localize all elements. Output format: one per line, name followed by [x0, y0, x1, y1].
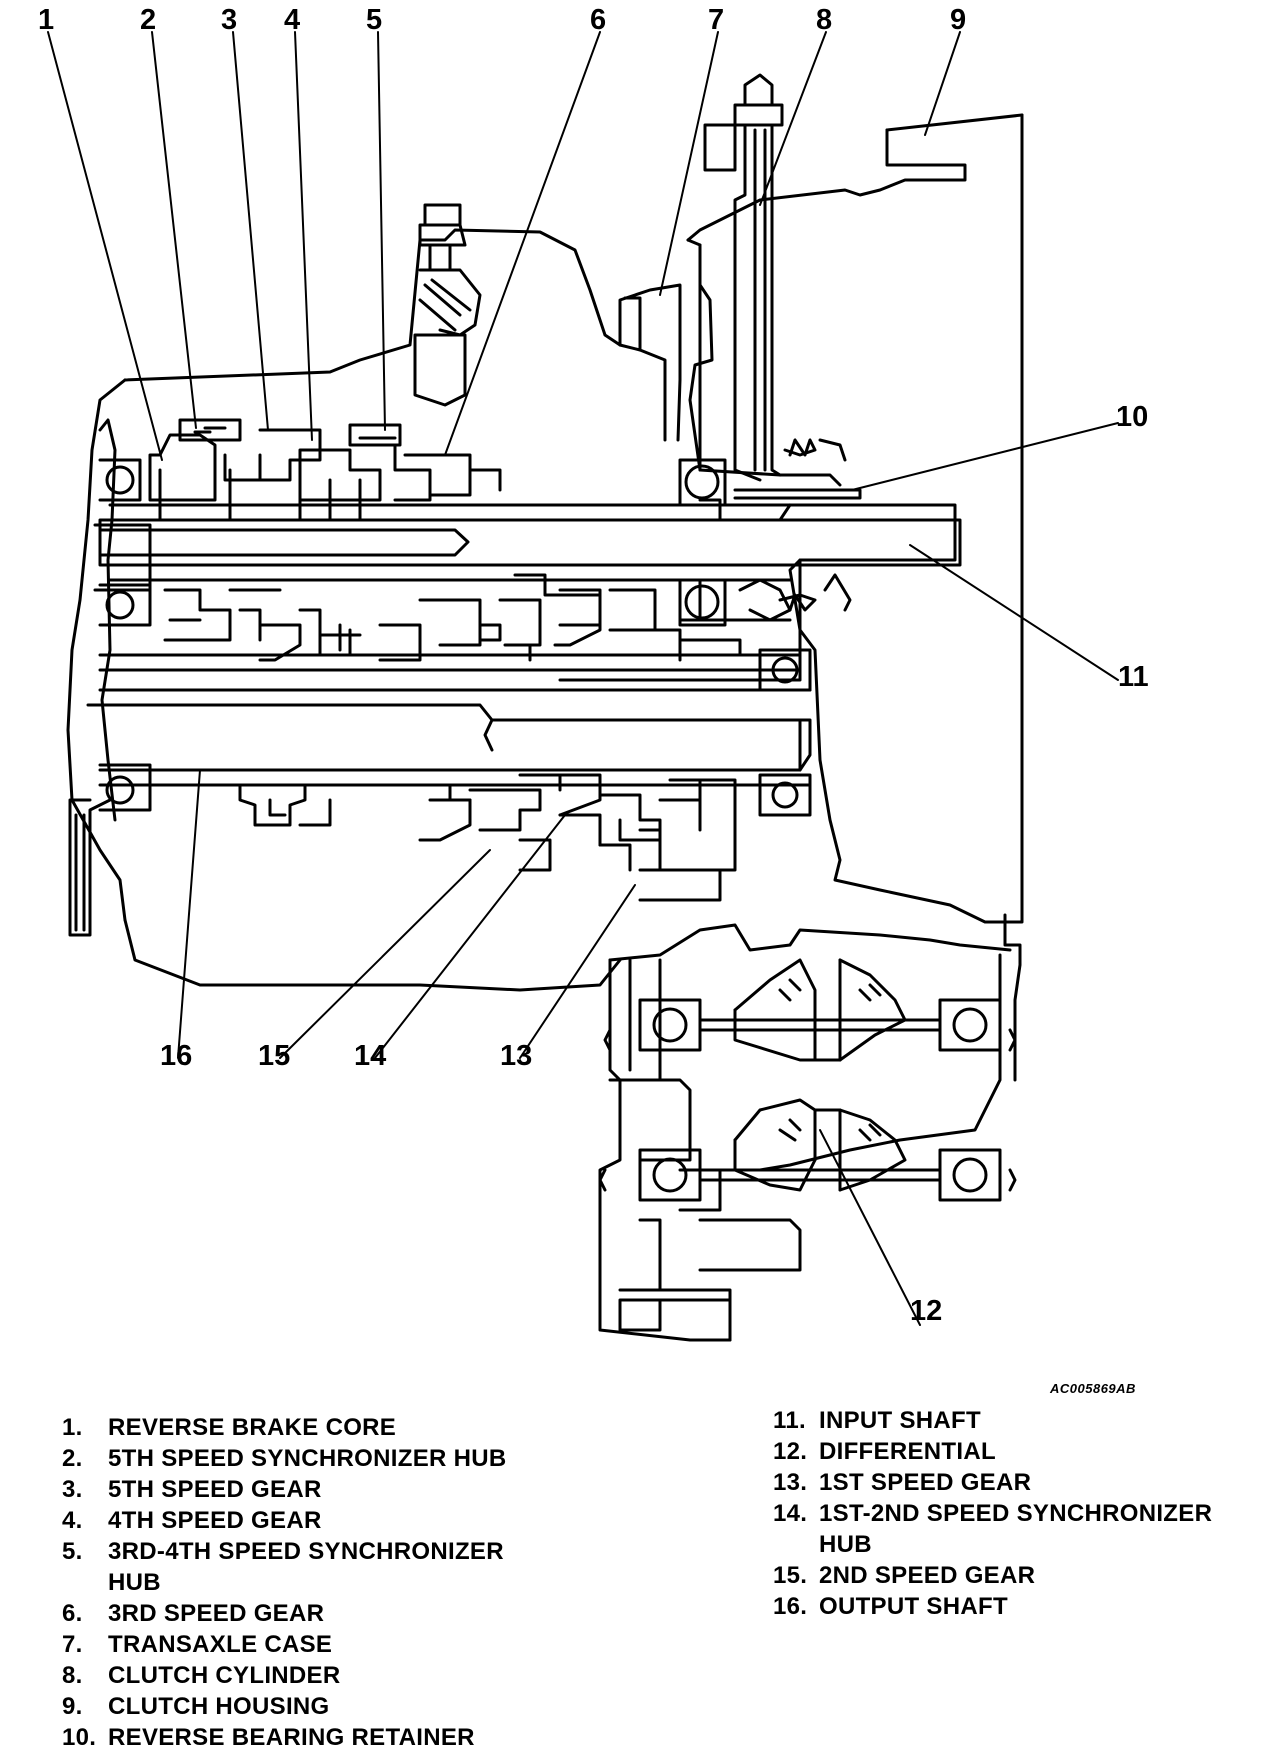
callout-12: 12 — [910, 1295, 943, 1327]
legend-text-continuation: HUB — [819, 1531, 872, 1558]
legend-number: 5. — [62, 1538, 83, 1565]
legend-text: 5TH SPEED GEAR — [108, 1476, 322, 1503]
top-bolt — [413, 203, 482, 407]
legend-text: 2ND SPEED GEAR — [819, 1562, 1036, 1589]
legend-right: 11. INPUT SHAFT 12. DIFFERENTIAL 13. 1ST SP… — [773, 1405, 1253, 1622]
legend-item: 5. 3RD-4TH SPEED SYNCHRONIZER — [62, 1536, 622, 1567]
callout-1: 1 — [38, 4, 55, 36]
legend-text: OUTPUT SHAFT — [819, 1593, 1008, 1620]
legend-item: 9. CLUTCH HOUSING — [62, 1691, 622, 1722]
legend-number: 11. — [773, 1407, 806, 1434]
legend-number: 1. — [62, 1414, 83, 1441]
legend-number: 9. — [62, 1693, 83, 1720]
lower-gear-set — [238, 773, 737, 902]
legend-number: 16. — [773, 1593, 808, 1620]
upper-gear-cluster — [93, 418, 502, 592]
callout-13: 13 — [500, 1040, 533, 1072]
legend-number: 7. — [62, 1631, 83, 1658]
transaxle-cross-section-diagram — [47, 31, 1119, 1342]
legend-item: 12. DIFFERENTIAL — [773, 1436, 1253, 1467]
legend-item: 14. 1ST-2ND SPEED SYNCHRONIZER — [773, 1498, 1253, 1529]
legend-item: 4. 4TH SPEED GEAR — [62, 1505, 622, 1536]
legend-item: 1. REVERSE BRAKE CORE — [62, 1412, 622, 1443]
differential — [598, 923, 1017, 1342]
callout-8: 8 — [816, 4, 833, 36]
legend-number: 15. — [773, 1562, 808, 1589]
legend-text: INPUT SHAFT — [819, 1407, 981, 1434]
legend-text: 4TH SPEED GEAR — [108, 1507, 322, 1534]
leader-lines — [47, 31, 1119, 1326]
legend-item: 6. 3RD SPEED GEAR — [62, 1598, 622, 1629]
legend-item: 8. CLUTCH CYLINDER — [62, 1660, 622, 1691]
legend-number: 12. — [773, 1438, 808, 1465]
callout-10: 10 — [1116, 401, 1149, 433]
callout-7: 7 — [708, 4, 725, 36]
legend-item: 2. 5TH SPEED SYNCHRONIZER HUB — [62, 1443, 622, 1474]
legend-item: 13. 1ST SPEED GEAR — [773, 1467, 1253, 1498]
legend-text: REVERSE BRAKE CORE — [108, 1414, 397, 1441]
legend-item: 10. REVERSE BEARING RETAINER — [62, 1722, 622, 1753]
legend-number: 4. — [62, 1507, 83, 1534]
legend-item: 7. TRANSAXLE CASE — [62, 1629, 622, 1660]
legend-text: CLUTCH CYLINDER — [108, 1662, 341, 1689]
legend-text: 3RD-4TH SPEED SYNCHRONIZER — [108, 1538, 504, 1565]
output-shaft — [86, 648, 812, 817]
callout-3: 3 — [221, 4, 238, 36]
legend-left: 1. REVERSE BRAKE CORE 2. 5TH SPEED SYNCHRO… — [62, 1412, 622, 1753]
callout-14: 14 — [354, 1040, 387, 1072]
callout-15: 15 — [258, 1040, 291, 1072]
legend-item: 3. 5TH SPEED GEAR — [62, 1474, 622, 1505]
legend-item: 11. INPUT SHAFT — [773, 1405, 1253, 1436]
image-code: AC005869AB — [1050, 1381, 1136, 1396]
legend-item: 16. OUTPUT SHAFT — [773, 1591, 1253, 1622]
legend-number: 2. — [62, 1445, 83, 1472]
legend-text: 1ST SPEED GEAR — [819, 1469, 1032, 1496]
callout-2: 2 — [140, 4, 157, 36]
callout-16: 16 — [160, 1040, 193, 1072]
legend-text: 1ST-2ND SPEED SYNCHRONIZER — [819, 1500, 1213, 1527]
legend-text: TRANSAXLE CASE — [108, 1631, 333, 1658]
input-shaft — [98, 468, 962, 582]
legend-number: 14. — [773, 1500, 808, 1527]
legend-text: CLUTCH HOUSING — [108, 1693, 330, 1720]
legend-text: REVERSE BEARING RETAINER — [108, 1724, 475, 1751]
legend-number: 8. — [62, 1662, 83, 1689]
legend-text-continuation: HUB — [108, 1569, 161, 1596]
callout-9: 9 — [950, 4, 967, 36]
callout-4: 4 — [284, 4, 301, 36]
legend-text: DIFFERENTIAL — [819, 1438, 996, 1465]
reverse-bearing-retainer — [678, 458, 862, 627]
legend-text: 5TH SPEED SYNCHRONIZER HUB — [108, 1445, 507, 1472]
legend-number: 3. — [62, 1476, 83, 1503]
transaxle-case — [66, 228, 682, 992]
callout-11: 11 — [1118, 661, 1149, 693]
clutch-cylinder — [698, 73, 852, 622]
callout-6: 6 — [590, 4, 607, 36]
legend-text: 3RD SPEED GEAR — [108, 1600, 325, 1627]
callout-5: 5 — [366, 4, 383, 36]
clutch-housing — [686, 113, 1024, 1082]
legend-number: 6. — [62, 1600, 83, 1627]
legend-number: 13. — [773, 1469, 808, 1496]
middle-gear-set — [98, 558, 802, 682]
legend-number: 10. — [62, 1724, 97, 1751]
legend-item: 15. 2ND SPEED GEAR — [773, 1560, 1253, 1591]
